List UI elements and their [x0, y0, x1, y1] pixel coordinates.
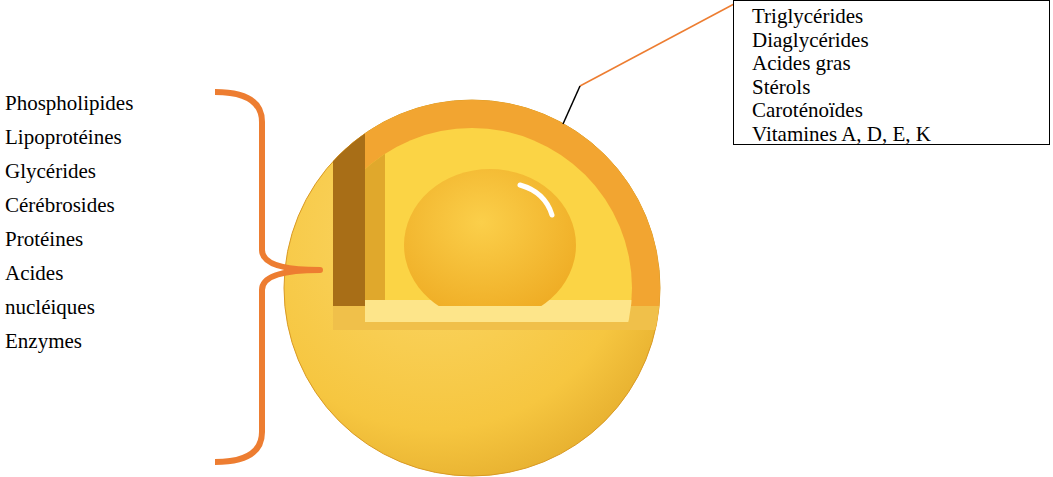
component-name: Protéines: [5, 222, 145, 256]
component-name: Cérébrosides: [5, 188, 145, 222]
label-list: PhospholipidesLipoprotéinesGlycéridesCér…: [5, 86, 145, 358]
middle-layer-ledge: [365, 300, 765, 322]
component-name: Stérols: [752, 76, 1049, 100]
outer-layer-side: [333, 0, 365, 330]
component-name: Glycérides: [5, 154, 145, 188]
component-name: Phospholipides: [5, 86, 145, 120]
component-name: Triglycérides: [752, 5, 1049, 29]
leader-line: [563, 86, 580, 124]
component-name: Vitamines A, D, E, K: [752, 123, 1049, 147]
component-name: Acides nucléiques: [5, 256, 145, 324]
leader-line: [580, 4, 734, 86]
component-name: Diaglycérides: [752, 29, 1049, 53]
highlight: [520, 185, 552, 215]
middle-layer-side: [365, 0, 385, 306]
bracket: [215, 92, 320, 462]
component-name: Caroténoïdes: [752, 99, 1049, 123]
component-name: Lipoprotéines: [5, 120, 145, 154]
callout-box: TriglycéridesDiaglycéridesAcides grasSté…: [733, 0, 1050, 145]
component-name: Acides gras: [752, 52, 1049, 76]
component-name: Enzymes: [5, 324, 145, 358]
core-yolk: [404, 169, 576, 306]
